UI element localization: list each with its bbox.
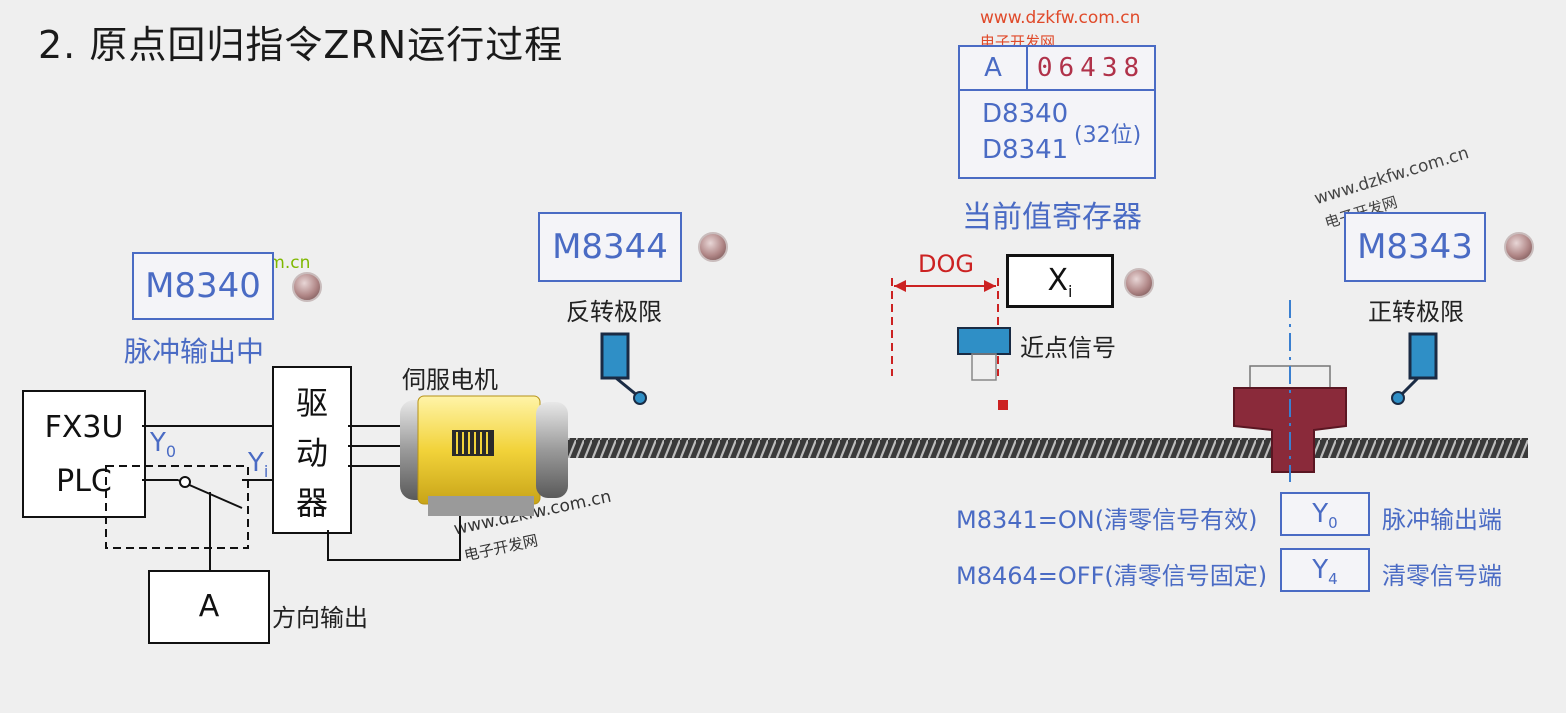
m8340-indicator-lamp <box>292 272 322 302</box>
driver-char-1: 驱 <box>295 384 328 422</box>
register-bits: (32位) <box>1074 123 1142 148</box>
servo-motor-icon <box>400 395 568 516</box>
xi-input-box: Xi <box>1006 254 1114 308</box>
driver-box: 驱 动 器 <box>272 366 352 534</box>
current-value-register: A 06438 D8340 D8341 (32位) <box>958 45 1156 179</box>
m8343-caption: 正转极限 <box>1368 298 1464 326</box>
m8344-caption: 反转极限 <box>566 298 662 326</box>
page-title: 2. 原点回归指令ZRN运行过程 <box>38 23 564 67</box>
dog-label: DOG <box>918 250 974 278</box>
forward-limit-switch-icon <box>1391 332 1438 405</box>
xi-sub: i <box>1068 282 1073 301</box>
direction-box-label: A <box>198 589 220 624</box>
driver-char-2: 动 <box>295 434 328 472</box>
register-value: 06438 <box>1028 47 1154 91</box>
flag-m8340-box: M8340 <box>132 252 274 320</box>
register-d8341: D8341 <box>982 135 1069 165</box>
flag-m8344-label: M8344 <box>552 227 668 267</box>
m8343-indicator-lamp <box>1504 232 1534 262</box>
yi-main: Y <box>248 448 264 478</box>
reverse-limit-switch-icon <box>600 332 647 405</box>
switch-pivot <box>179 476 191 488</box>
dog-caption: 近点信号 <box>1020 334 1116 362</box>
note-2-desc: 清零信号端 <box>1382 562 1502 590</box>
plc-box: FX3U PLC <box>22 390 146 518</box>
flag-m8344-box: M8344 <box>538 212 682 282</box>
flag-m8343-label: M8343 <box>1357 227 1473 267</box>
yi-sub: i <box>263 462 269 482</box>
xi-indicator-lamp <box>1124 268 1154 298</box>
note-1-port-sub: 0 <box>1328 514 1338 533</box>
xi-main: X <box>1047 263 1069 298</box>
dashed-switch-frame <box>105 465 249 549</box>
note-1-desc: 脉冲输出端 <box>1382 506 1502 534</box>
dog-range-marker <box>891 278 1008 410</box>
note-2-port: Y4 <box>1280 548 1370 592</box>
flag-m8343-box: M8343 <box>1344 212 1486 282</box>
note-1-port-main: Y <box>1312 499 1329 529</box>
register-a-label: A <box>960 47 1028 91</box>
note-1-text: M8341=ON(清零信号有效) <box>956 506 1258 534</box>
note-1-port: Y0 <box>1280 492 1370 536</box>
m8344-indicator-lamp <box>698 232 728 262</box>
direction-caption: 方向输出 <box>272 604 368 632</box>
note-2-port-sub: 4 <box>1328 570 1338 589</box>
note-2-text: M8464=OFF(清零信号固定) <box>956 562 1268 590</box>
slide-carriage-icon <box>1233 300 1347 482</box>
motor-label: 伺服电机 <box>402 366 498 394</box>
y0-main: Y <box>150 428 166 458</box>
plc-yi-label: Yi <box>248 448 268 481</box>
watermark-url-top: www.dzkfw.com.cn <box>980 8 1141 28</box>
register-d8340: D8340 <box>982 99 1069 129</box>
wire-encoder <box>327 510 461 561</box>
near-point-sensor-icon <box>957 327 1011 381</box>
plc-line1: FX3U <box>44 410 124 445</box>
note-2-port-main: Y <box>1312 555 1329 585</box>
m8340-caption: 脉冲输出中 <box>124 335 265 368</box>
ball-screw <box>560 438 1528 458</box>
register-caption: 当前值寄存器 <box>962 200 1142 235</box>
plc-line2: PLC <box>56 464 112 499</box>
direction-box: A <box>148 570 270 644</box>
driver-char-3: 器 <box>295 484 328 522</box>
y0-sub: 0 <box>165 442 177 462</box>
plc-y0-label: Y0 <box>150 428 176 461</box>
flag-m8340-label: M8340 <box>145 266 261 306</box>
